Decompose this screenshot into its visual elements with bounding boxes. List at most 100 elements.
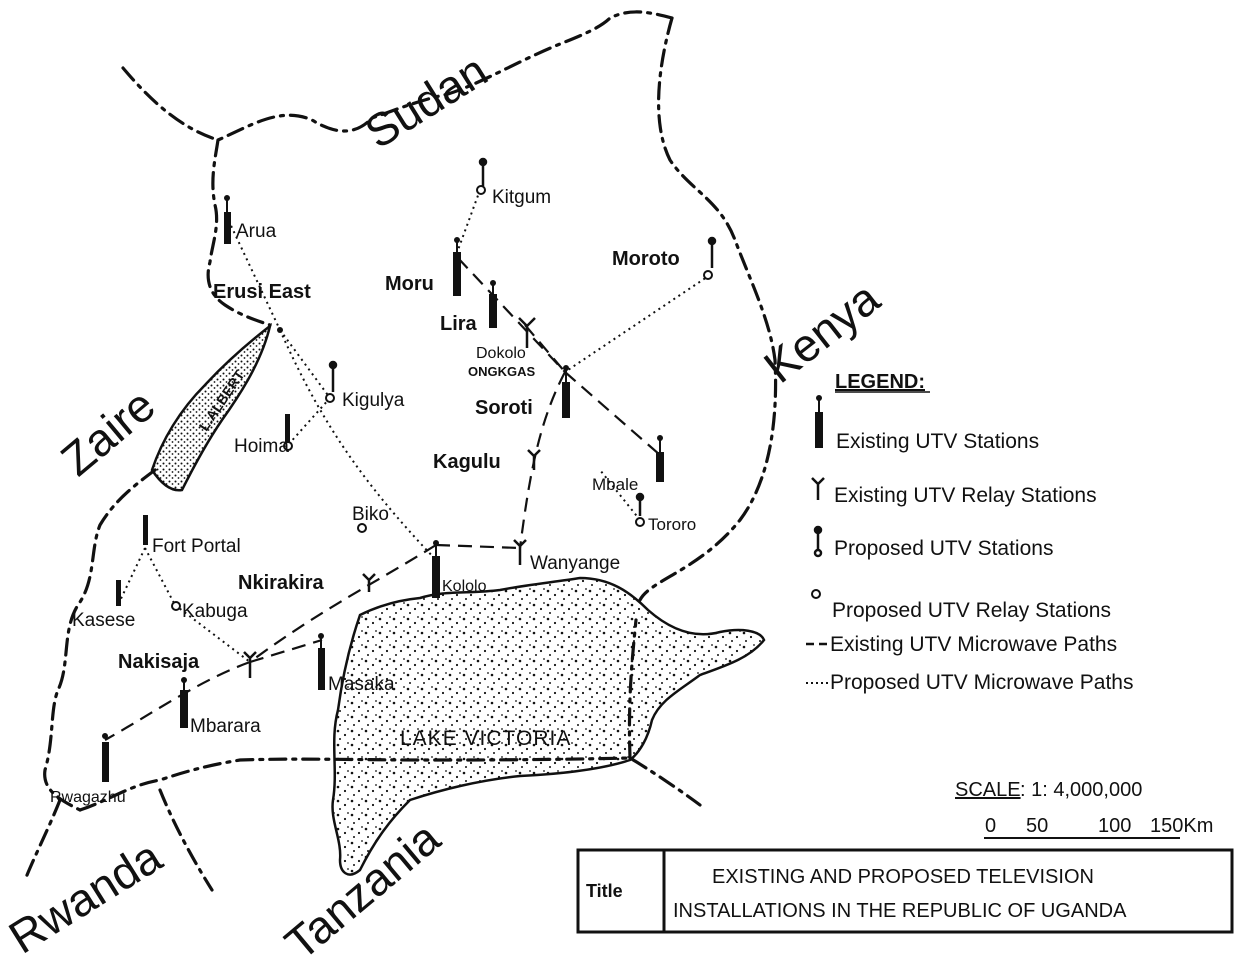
country-labels: Sudan Kenya Zaire Rwanda Tanzania bbox=[0, 44, 889, 967]
town-label-masaka: Masaka bbox=[328, 674, 395, 695]
town-label-dokolo: Dokolo bbox=[476, 345, 526, 362]
town-label-nkirakira: Nkirakira bbox=[238, 572, 324, 594]
existing-relay-icon bbox=[513, 539, 527, 565]
legend: LEGEND: Existing UTV Stations Existing U… bbox=[806, 371, 1133, 694]
proposed-path-fortportal-kasese bbox=[117, 547, 146, 606]
town-label-kasese: Kasese bbox=[72, 610, 135, 631]
proposed-relay-icon bbox=[703, 270, 713, 280]
proposed-relay-icon bbox=[357, 523, 367, 533]
existing-relay-icon bbox=[527, 449, 541, 470]
proposed-path-kigulya-hoima bbox=[287, 397, 331, 446]
existing-path-soroti-mbale bbox=[564, 371, 661, 456]
legend-heading: LEGEND: bbox=[835, 371, 925, 393]
proposed-relay-icon bbox=[811, 589, 821, 599]
existing-station-icon bbox=[489, 280, 497, 328]
town-label-kabuga: Kabuga bbox=[182, 601, 248, 622]
existing-station-icon bbox=[318, 633, 325, 690]
proposed-path-erusi-kigulya bbox=[279, 329, 331, 399]
country-label-sudan: Sudan bbox=[356, 44, 496, 159]
title-line-1: EXISTING AND PROPOSED TELEVISION bbox=[712, 866, 1094, 888]
rwanda-border-west bbox=[23, 798, 62, 882]
proposed-path-kitgum-moru bbox=[457, 189, 481, 251]
legend-label-existing-relay: Existing UTV Relay Stations bbox=[834, 484, 1097, 507]
scale-tick-100: 100 bbox=[1098, 815, 1131, 837]
lake-victoria-label: LAKE VICTORIA bbox=[400, 727, 571, 750]
proposed-relay-icon bbox=[325, 393, 335, 403]
lake-kyoga-label: ONGKGAS bbox=[468, 364, 536, 379]
existing-path-soroti-kagulu-wanyange bbox=[518, 371, 566, 549]
existing-path-dokolo-soroti bbox=[524, 324, 566, 373]
proposed-relay-icon bbox=[283, 441, 293, 451]
town-label-lira: Lira bbox=[440, 313, 478, 335]
town-label-erusi-east: Erusi East bbox=[213, 281, 311, 303]
town-label-mbarara: Mbarara bbox=[190, 716, 261, 737]
existing-station-icon bbox=[143, 515, 148, 545]
town-label-nakisaja: Nakisaja bbox=[118, 651, 200, 673]
proposed-station-icon bbox=[707, 236, 717, 268]
legend-label-proposed-relay: Proposed UTV Relay Stations bbox=[832, 599, 1111, 622]
existing-station-icon bbox=[453, 237, 461, 296]
existing-station-icon bbox=[432, 540, 440, 598]
legend-label-proposed-stations: Proposed UTV Stations bbox=[834, 537, 1053, 560]
legend-label-proposed-paths: Proposed UTV Microwave Paths bbox=[830, 671, 1133, 694]
country-label-zaire: Zaire bbox=[51, 378, 165, 485]
scale-ratio: : 1: 4,000,000 bbox=[1020, 779, 1142, 801]
lake-victoria bbox=[331, 576, 766, 876]
zaire-border-south bbox=[43, 468, 157, 812]
town-label-soroti: Soroti bbox=[475, 397, 533, 419]
town-label-moroto: Moroto bbox=[612, 248, 680, 270]
existing-microwave-paths bbox=[104, 257, 661, 741]
town-label-tororo: Tororo bbox=[648, 515, 696, 534]
town-label-kololo: Kololo bbox=[442, 578, 487, 595]
town-label-arua: Arua bbox=[236, 221, 277, 242]
lake-albert bbox=[150, 322, 273, 492]
title-line-2: INSTALLATIONS IN THE REPUBLIC OF UGANDA bbox=[673, 900, 1127, 922]
existing-station-icon bbox=[180, 677, 188, 728]
existing-station-icon bbox=[116, 580, 121, 606]
station-markers bbox=[102, 157, 717, 782]
existing-path-kololo-wanyange bbox=[435, 543, 521, 550]
proposed-relay-icon bbox=[476, 185, 486, 195]
existing-path-masaka bbox=[249, 638, 323, 664]
proposed-path-kabuga-nakisaja bbox=[174, 604, 251, 663]
country-label-rwanda: Rwanda bbox=[0, 830, 171, 964]
town-label-kigulya: Kigulya bbox=[342, 390, 405, 411]
town-label-fort-portal: Fort Portal bbox=[152, 536, 241, 557]
existing-station-icon bbox=[102, 733, 109, 782]
proposed-path-moroto-soroti bbox=[564, 274, 711, 373]
proposed-relay-icon bbox=[635, 517, 645, 527]
town-label-moru: Moru bbox=[385, 273, 434, 295]
scale: SCALE : 1: 4,000,000 0 50 100 150Km bbox=[955, 779, 1213, 839]
legend-label-existing-stations: Existing UTV Stations bbox=[836, 430, 1039, 453]
town-label-kitgum: Kitgum bbox=[492, 187, 551, 208]
existing-station-icon bbox=[815, 395, 823, 448]
title-box-label: Title bbox=[586, 881, 623, 901]
proposed-path-erusi-biko bbox=[279, 329, 437, 561]
existing-station-icon bbox=[656, 435, 664, 482]
scale-tick-50: 50 bbox=[1026, 815, 1048, 837]
scale-label: SCALE bbox=[955, 779, 1021, 801]
scale-tick-150: 150Km bbox=[1150, 815, 1213, 837]
proposed-microwave-paths bbox=[117, 189, 711, 663]
proposed-relay-icon bbox=[171, 601, 181, 611]
town-label-biko: Biko bbox=[352, 504, 389, 525]
town-label-hoima: Hoima bbox=[234, 436, 289, 457]
existing-relay-icon bbox=[811, 477, 825, 500]
town-labels: Kitgum Arua Erusi East Moru Moroto Lira … bbox=[50, 187, 696, 806]
title-box: Title EXISTING AND PROPOSED TELEVISION I… bbox=[576, 848, 1234, 934]
rwanda-border-east bbox=[158, 788, 214, 892]
existing-relay-icon bbox=[243, 651, 257, 678]
proposed-station-icon bbox=[635, 492, 645, 516]
existing-path-moru-soroti bbox=[457, 257, 566, 373]
town-label-mbale: Mbale bbox=[592, 475, 638, 494]
town-label-rwagazhu: Rwagazhu bbox=[50, 789, 126, 806]
zaire-border-north bbox=[206, 138, 272, 327]
proposed-station-icon bbox=[328, 360, 338, 392]
kenya-border bbox=[638, 16, 778, 602]
existing-station-icon bbox=[224, 195, 231, 244]
legend-label-existing-paths: Existing UTV Microwave Paths bbox=[830, 633, 1117, 656]
existing-path-kololo-nakisaja bbox=[249, 544, 437, 663]
existing-relay-icon bbox=[362, 573, 376, 592]
existing-station-icon bbox=[562, 365, 570, 418]
